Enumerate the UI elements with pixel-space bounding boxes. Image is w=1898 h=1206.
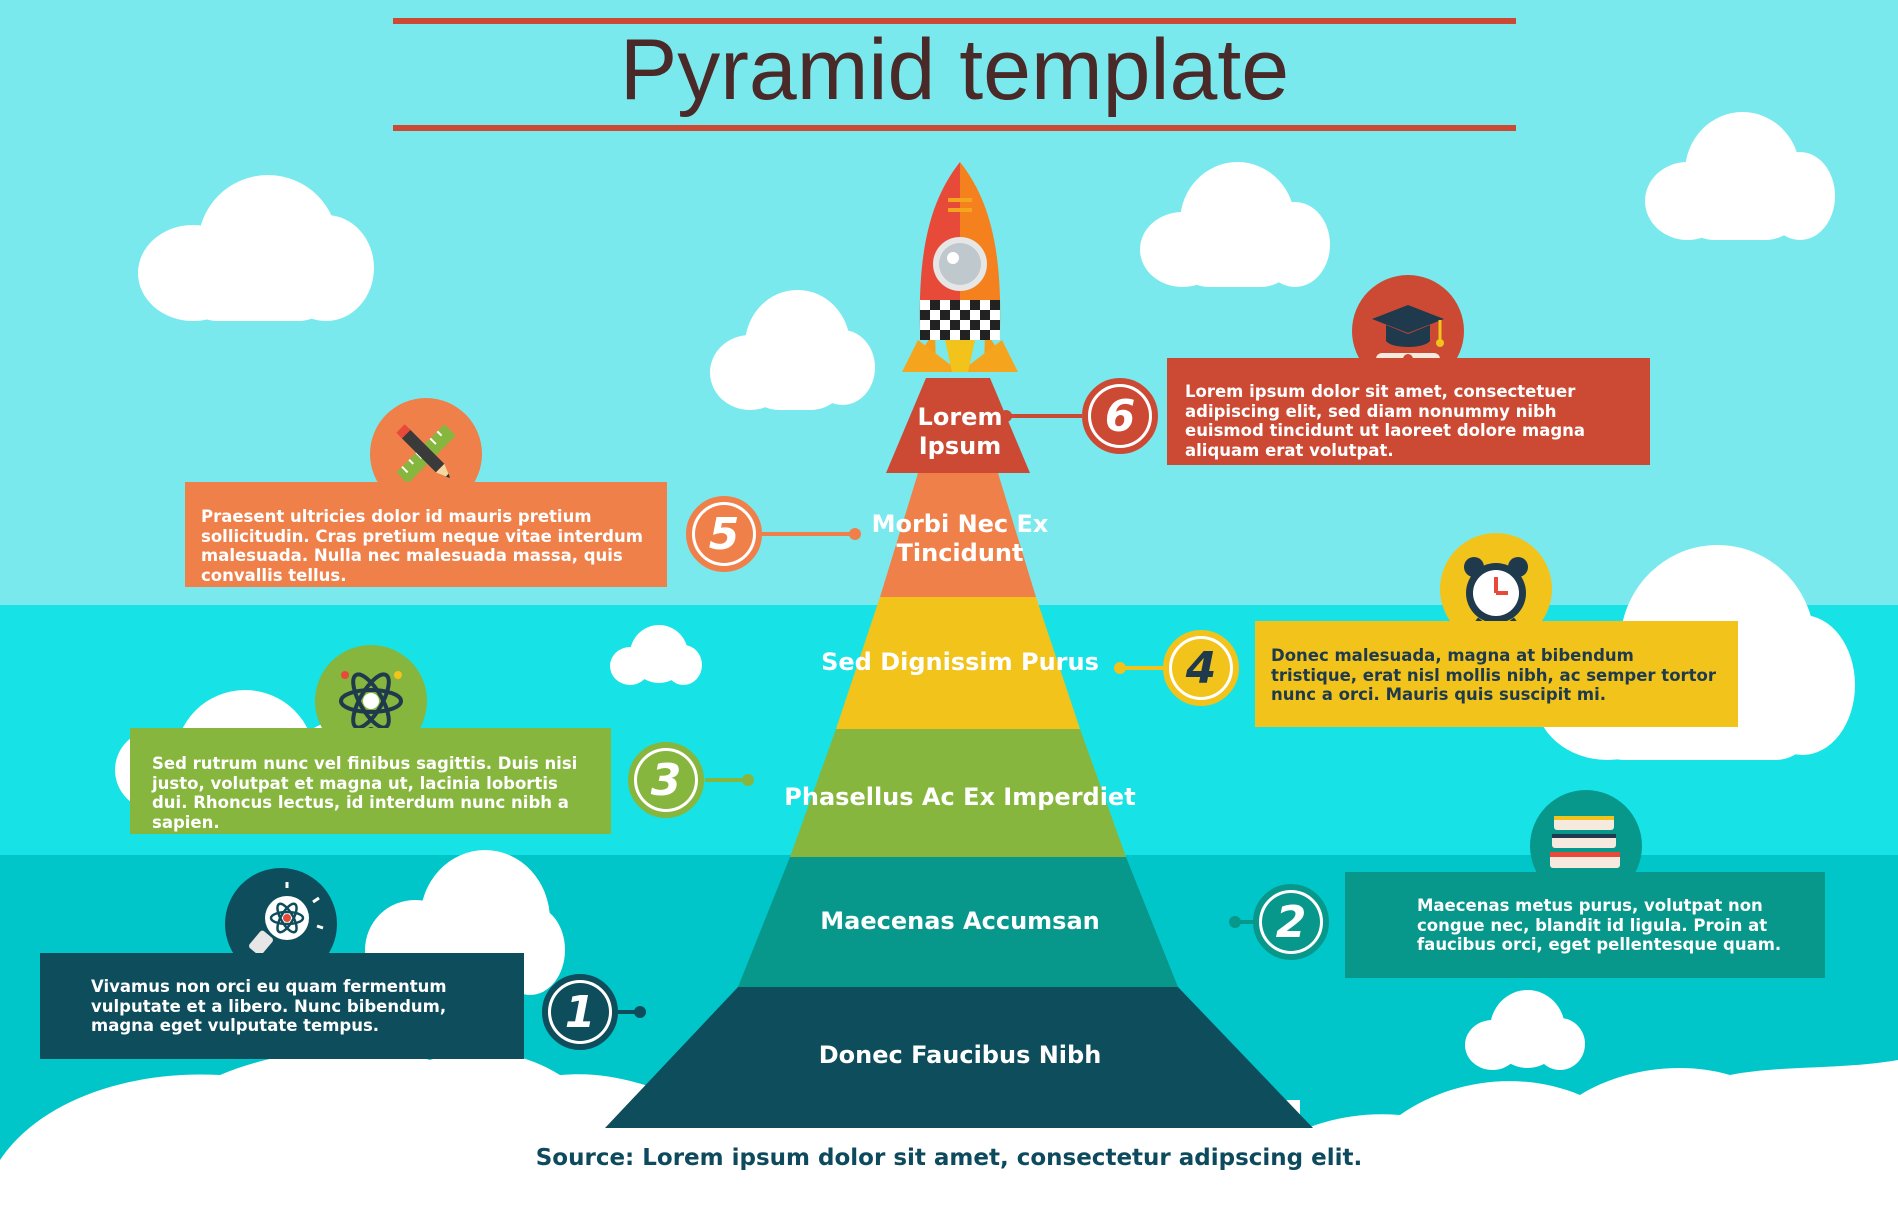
title-rule-bottom bbox=[393, 125, 1516, 131]
cloud bbox=[1465, 990, 1585, 1070]
cloud bbox=[610, 625, 702, 685]
pyramid-label-4: Sed Dignissim Purus bbox=[821, 648, 1099, 676]
cloud bbox=[710, 290, 875, 410]
number-badge-6: 6 bbox=[1082, 378, 1158, 454]
description-box-5: Praesent ultricies dolor id mauris preti… bbox=[185, 482, 667, 587]
connector-lines bbox=[618, 410, 1255, 1018]
number-badge-3: 3 bbox=[628, 742, 704, 818]
number-badge-6-text: 6 bbox=[1091, 387, 1149, 445]
number-badge-3-text: 3 bbox=[637, 751, 695, 809]
pyramid-label-6: Lorem Ipsum bbox=[917, 403, 1003, 460]
page-title: Pyramid template bbox=[619, 22, 1290, 118]
number-badge-1-text: 1 bbox=[551, 983, 609, 1041]
cloud bbox=[1140, 162, 1330, 287]
number-badge-4: 4 bbox=[1163, 630, 1239, 706]
cloud bbox=[1645, 112, 1835, 240]
number-badge-1: 1 bbox=[542, 974, 618, 1050]
description-box-1: Vivamus non orci eu quam fermentum vulpu… bbox=[40, 953, 524, 1059]
pyramid-layer-3 bbox=[790, 729, 1126, 857]
pyramid-layer-5 bbox=[880, 473, 1036, 597]
number-badge-4-text: 4 bbox=[1172, 639, 1230, 697]
rocket-icon bbox=[902, 162, 1018, 372]
pyramid-layer-2 bbox=[738, 857, 1178, 987]
pyramid-label-3: Phasellus Ac Ex Imperdiet bbox=[784, 783, 1136, 811]
description-box-2: Maecenas metus purus, volutpat non congu… bbox=[1345, 872, 1825, 978]
description-box-6: Lorem ipsum dolor sit amet, consectetuer… bbox=[1167, 358, 1650, 465]
description-box-4: Donec malesuada, magna at bibendum trist… bbox=[1255, 621, 1738, 727]
pyramid-layer-4 bbox=[836, 597, 1080, 729]
number-badge-5: 5 bbox=[686, 496, 762, 572]
pyramid-layer-6-top bbox=[886, 378, 1030, 473]
number-badge-2: 2 bbox=[1253, 884, 1329, 960]
number-badge-2-text: 2 bbox=[1262, 893, 1320, 951]
number-badge-5-text: 5 bbox=[695, 505, 753, 563]
pyramid-label-1: Donec Faucibus Nibh bbox=[818, 1041, 1102, 1069]
pyramid-label-2: Maecenas Accumsan bbox=[820, 907, 1100, 935]
source-note: Source: Lorem ipsum dolor sit amet, cons… bbox=[535, 1145, 1363, 1171]
cloud bbox=[138, 175, 374, 321]
description-box-3: Sed rutrum nunc vel finibus sagittis. Du… bbox=[130, 728, 611, 834]
title-rule-top bbox=[393, 18, 1516, 24]
pyramid-label-5: Morbi Nec Ex Tincidunt bbox=[871, 510, 1049, 567]
pyramid-layer-1 bbox=[605, 987, 1313, 1128]
